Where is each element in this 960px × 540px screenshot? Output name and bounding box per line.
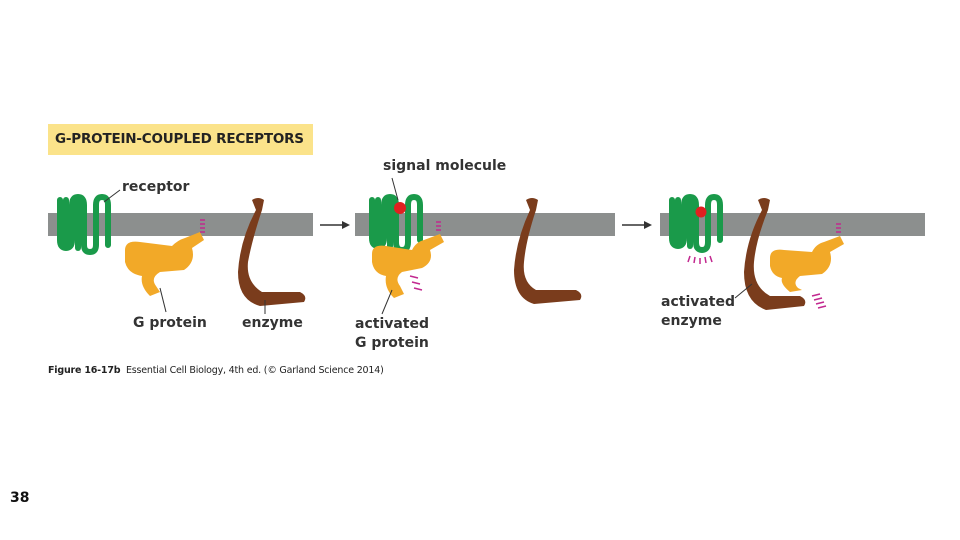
label-enzyme: enzyme	[242, 315, 303, 331]
activation-mark	[200, 219, 205, 233]
label-receptor: receptor	[122, 179, 190, 195]
label-activated-g-protein-line1: activated	[355, 316, 430, 332]
g-protein	[125, 232, 204, 296]
label-g-protein: G protein	[133, 315, 207, 331]
cell-membrane	[48, 213, 925, 236]
activation-mark	[687, 255, 713, 264]
label-activated-g-protein-line2: G protein	[355, 335, 429, 351]
activated-g-protein	[372, 234, 444, 298]
activation-mark	[409, 221, 441, 291]
activated-enzyme	[744, 198, 806, 310]
figure-title: G-PROTEIN-COUPLED RECEPTORS	[55, 131, 304, 147]
step-arrow	[622, 221, 652, 229]
label-activated-enzyme-line1: activated	[661, 294, 736, 310]
receptor-protein	[57, 193, 111, 256]
step-arrow	[320, 221, 350, 229]
activated-g-protein	[770, 236, 844, 292]
enzyme-protein	[238, 198, 306, 306]
title-background	[48, 124, 313, 155]
label-activated-enzyme-line2: enzyme	[661, 313, 722, 329]
label-signal-molecule: signal molecule	[383, 158, 507, 174]
label-pointer	[734, 283, 753, 299]
enzyme-protein	[514, 198, 582, 304]
figure-number: Figure 16-17b	[48, 365, 121, 376]
label-pointer	[103, 189, 266, 314]
page-number: 38	[10, 490, 30, 506]
figure-source: Essential Cell Biology, 4th ed. (© Garla…	[125, 365, 384, 376]
figure-caption: Figure 16-17b Essential Cell Biology, 4t…	[48, 365, 384, 376]
label-pointer	[381, 177, 399, 315]
receptor-protein	[369, 193, 423, 254]
receptor-protein	[669, 193, 723, 254]
signal-molecule	[695, 206, 707, 218]
signal-molecule	[394, 202, 406, 214]
activation-mark	[811, 223, 841, 309]
